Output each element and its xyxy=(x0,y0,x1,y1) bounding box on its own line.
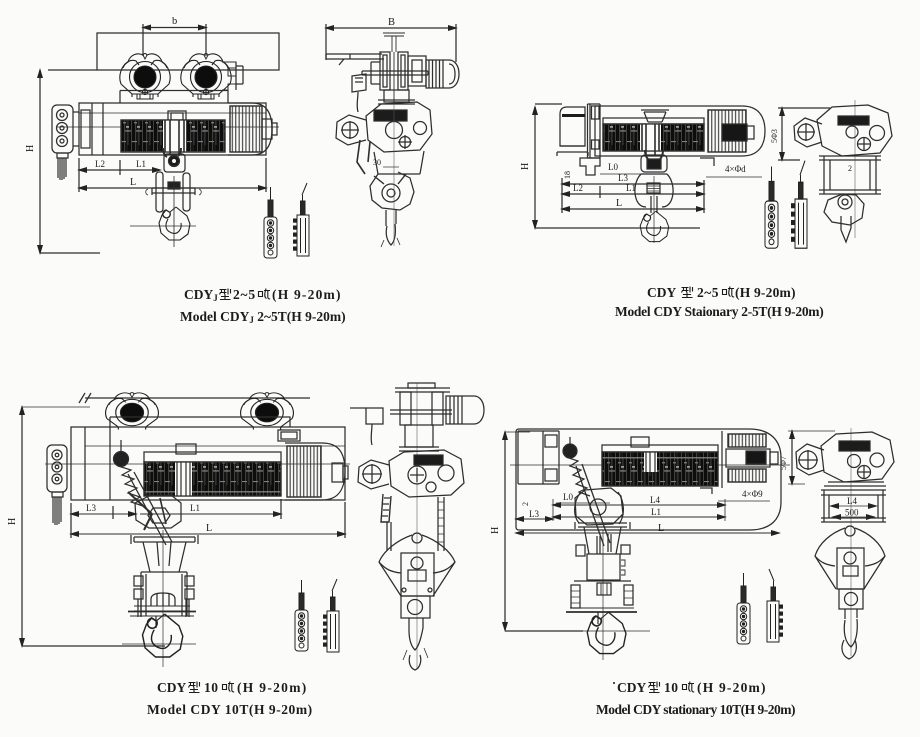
svg-text:H: H xyxy=(25,145,36,152)
svg-text:2~5: 2~5 xyxy=(697,285,719,300)
svg-text:L3: L3 xyxy=(529,509,539,519)
svg-text:L0: L0 xyxy=(608,162,618,172)
svg-text:(H 9-20m): (H 9-20m) xyxy=(237,680,308,695)
svg-text:L3: L3 xyxy=(618,173,628,183)
svg-text:L0: L0 xyxy=(563,492,573,502)
svg-text:H: H xyxy=(7,518,18,525)
svg-text:10: 10 xyxy=(664,680,679,695)
svg-text:2: 2 xyxy=(848,164,852,173)
svg-text:2~5: 2~5 xyxy=(233,287,256,302)
svg-text:L: L xyxy=(130,177,136,188)
svg-text:L1: L1 xyxy=(136,159,146,169)
svg-text:L1: L1 xyxy=(190,503,200,513)
svg-text:L: L xyxy=(616,198,622,209)
svg-text:CDY: CDY xyxy=(617,680,646,695)
svg-text:18: 18 xyxy=(563,171,572,179)
svg-text:(H 9-20m): (H 9-20m) xyxy=(272,287,342,302)
svg-text:B: B xyxy=(388,17,395,28)
svg-text:b: b xyxy=(172,16,177,27)
svg-text:Model CDY stationary 10T(H 9-: Model CDY stationary 10T(H 9-20m) xyxy=(596,702,795,717)
svg-text:30: 30 xyxy=(373,158,381,167)
svg-text:Model CDYJ 2~5T(H 9-20m): Model CDYJ 2~5T(H 9-20m) xyxy=(180,309,346,325)
svg-text:H: H xyxy=(520,163,531,170)
svg-text:5Φ7: 5Φ7 xyxy=(779,456,788,470)
svg-text:CDY: CDY xyxy=(647,285,676,300)
svg-text:L1: L1 xyxy=(651,507,661,517)
svg-text:4×Φ9: 4×Φ9 xyxy=(742,489,763,499)
svg-text:5Φ3: 5Φ3 xyxy=(770,129,779,143)
svg-text:L4: L4 xyxy=(847,496,857,506)
svg-text:H: H xyxy=(490,527,501,534)
svg-text:CDY: CDY xyxy=(157,680,186,695)
svg-text:Model CDY Staionary 2-5T(H 9-: Model CDY Staionary 2-5T(H 9-20m) xyxy=(615,304,824,319)
svg-text:(H 9-20m): (H 9-20m) xyxy=(697,680,767,695)
svg-text:L1: L1 xyxy=(626,183,636,193)
svg-text:10: 10 xyxy=(204,680,219,695)
svg-text:L: L xyxy=(658,523,664,534)
svg-text:2: 2 xyxy=(521,502,530,506)
svg-text:CDYJ: CDYJ xyxy=(184,287,218,303)
svg-text:500: 500 xyxy=(845,508,859,518)
svg-text:Model CDY 10T(H 9-20m): Model CDY 10T(H 9-20m) xyxy=(147,702,313,717)
svg-text:4×Φd: 4×Φd xyxy=(725,164,746,174)
svg-text:L3: L3 xyxy=(86,503,96,513)
svg-text:L2: L2 xyxy=(573,183,583,193)
svg-text:L: L xyxy=(206,523,212,534)
svg-text:L4: L4 xyxy=(650,495,660,505)
svg-text:L2: L2 xyxy=(95,159,105,169)
svg-text:(H 9-20m): (H 9-20m) xyxy=(735,285,796,300)
